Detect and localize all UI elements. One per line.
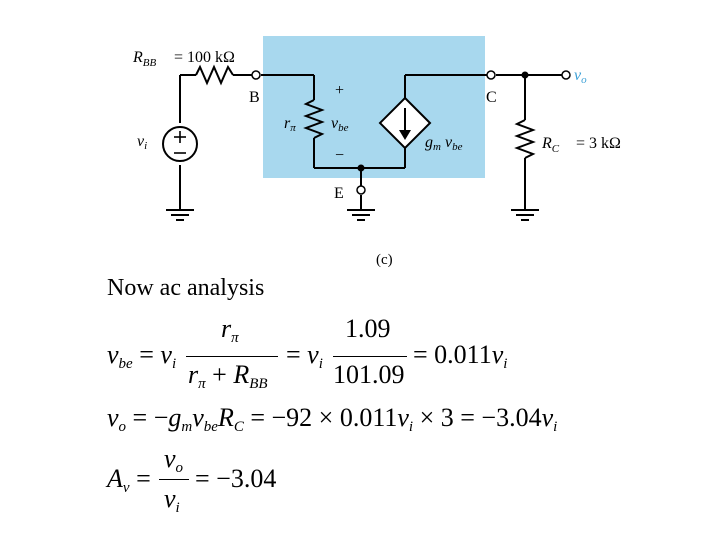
equation-vo: vo = −gmvbeRC = −92 × 0.011vi × 3 = −3.0… [107,403,558,435]
rc-resistor [514,119,536,159]
plus-sign: + [335,82,344,99]
eq3-fraction-bar [159,479,189,480]
rc-label: RC [541,135,560,155]
eq1-denominator-2: 101.09 [333,360,405,389]
node-e-terminal [356,185,366,195]
eq3-numerator: vo [164,444,184,476]
node-e-label: E [334,185,344,202]
rbb-value: = 100 kΩ [174,49,235,66]
eq1-fraction-bar-2 [333,356,407,357]
rpi-resistor [303,99,325,139]
ground-icon [511,209,539,221]
section-heading: Now ac analysis [107,275,265,301]
transistor-model-highlight [263,36,485,178]
junction-dot [357,164,365,172]
eq1-denominator: rπ + RBB [188,360,268,392]
eq1-lhs: vbe = vi [107,340,177,372]
rbb-resistor [195,64,234,86]
junction-dot [521,71,529,79]
vo-terminal [561,70,571,80]
minus-sign: − [335,147,344,164]
eq1-numerator: rπ [221,314,239,346]
rbb-label: RBB [132,49,157,69]
current-arrow-icon [399,130,411,140]
rpi-label: rπ [284,115,296,134]
vo-label: vo [574,67,587,86]
voltage-source [162,126,198,162]
eq1-result: = 0.011vi [413,340,508,372]
eq1-numerator-2: 1.09 [345,314,391,343]
figure-caption: (c) [376,252,393,268]
eq3-lhs: Av = [107,464,151,496]
circuit-wires [179,64,562,210]
ground-icon [347,209,375,221]
eq3-result: = −3.04 [195,464,277,493]
vbe-label: vbe [331,115,349,134]
eq1-middle: = vi [286,340,323,372]
node-c-label: C [486,89,497,106]
rc-value: = 3 kΩ [576,135,621,152]
node-c-terminal [486,70,496,80]
eq3-denominator: vi [164,484,180,516]
node-b-terminal [251,70,261,80]
vi-label: vi [137,133,147,152]
node-b-label: B [249,89,260,106]
eq1-fraction-bar [186,356,278,357]
ground-icon [166,209,194,221]
